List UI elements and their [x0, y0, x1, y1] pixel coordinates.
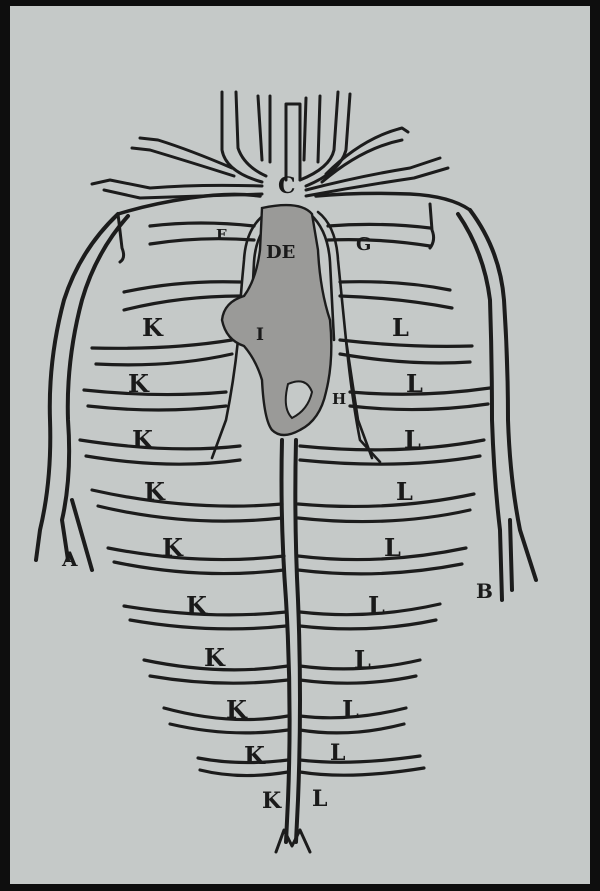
- label-k-1: K: [142, 313, 164, 342]
- label-l-3: L: [404, 425, 421, 454]
- label-l-1: L: [392, 313, 409, 342]
- label-g: G: [356, 234, 371, 255]
- label-m: M: [272, 833, 294, 857]
- label-c: C: [278, 173, 296, 199]
- label-l-2: L: [406, 369, 423, 398]
- label-k-2: K: [128, 369, 150, 398]
- label-k-6: K: [186, 591, 208, 620]
- label-k-9: K: [244, 741, 266, 770]
- label-l-7: L: [354, 645, 371, 674]
- label-l-10: L: [312, 786, 327, 812]
- label-l-8: L: [342, 695, 359, 724]
- label-i: I: [256, 325, 264, 345]
- label-b: B: [476, 579, 493, 603]
- label-k-3: K: [132, 425, 154, 454]
- label-f: F: [216, 226, 227, 244]
- label-l-6: L: [368, 591, 385, 620]
- label-k-8: K: [226, 695, 248, 724]
- label-k-10: K: [262, 788, 282, 814]
- label-h: H: [332, 390, 346, 408]
- label-k-7: K: [204, 643, 226, 672]
- label-k-4: K: [144, 477, 166, 506]
- label-l-5: L: [384, 533, 401, 562]
- label-l-9: L: [330, 740, 345, 766]
- label-k-5: K: [162, 533, 184, 562]
- label-de: DE: [266, 242, 295, 263]
- label-a: A: [61, 547, 78, 571]
- label-l-4: L: [396, 477, 413, 506]
